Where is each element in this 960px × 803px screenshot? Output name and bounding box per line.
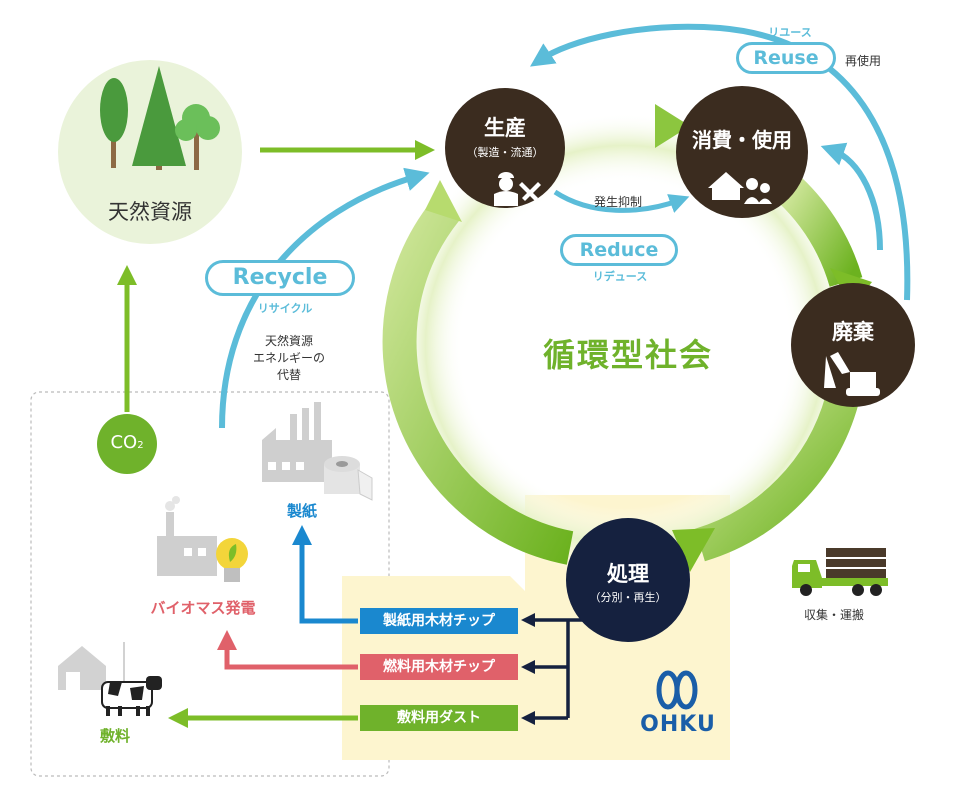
reuse-jp: 再使用 — [845, 54, 882, 68]
reuse-kana: リユース — [768, 26, 812, 39]
house-family-icon — [708, 172, 772, 204]
co2-text: CO — [110, 432, 138, 453]
co2-circle — [97, 414, 157, 474]
disposal-title: 廃棄 — [832, 320, 874, 344]
recycle-kana: リサイクル — [257, 302, 313, 315]
truck-icon — [792, 548, 888, 596]
biomass-plant-icon — [157, 496, 217, 576]
biomass-label: バイオマス発電 — [150, 599, 256, 617]
reuse-pill: Reuse — [736, 42, 836, 74]
chip-fuel: 燃料用木材チップ — [360, 654, 518, 680]
worker-tools-icon — [494, 172, 541, 206]
processing-title: 処理 — [607, 562, 649, 586]
transport-label: 収集・運搬 — [804, 608, 865, 622]
ohku-logo-text: OHKU — [640, 712, 716, 737]
recycle-note: 天然資源 エネルギーの 代替 — [234, 333, 344, 384]
chip-paper: 製紙用木材チップ — [360, 608, 518, 634]
production-node — [445, 88, 565, 208]
production-title: 生産 — [484, 116, 526, 140]
ohku-logo-mark — [656, 670, 698, 710]
paper-label: 製紙 — [286, 502, 317, 520]
consumption-node — [676, 86, 808, 218]
reduce-note: 発生抑制 — [594, 195, 643, 209]
trees-icon — [100, 66, 220, 170]
production-sub: （製造・流通） — [466, 146, 544, 159]
reduce-kana: リデュース — [592, 270, 648, 283]
recycle-pill: Recycle — [205, 260, 355, 296]
co2-subscript: 2 — [137, 440, 144, 451]
processing-sub: （分別・再生） — [589, 591, 667, 604]
recycle-note-line-3: 代替 — [276, 368, 301, 382]
secondary-use-region — [30, 391, 390, 777]
paper-factory-icon — [262, 402, 332, 482]
cycle-glow — [393, 113, 857, 577]
excavator-icon — [824, 352, 880, 396]
disposal-node — [791, 283, 915, 407]
bedding-label: 敷料 — [99, 727, 130, 745]
center-label: 循環型社会 — [542, 336, 713, 374]
processing-node — [566, 518, 690, 642]
cow-icon — [101, 676, 162, 716]
recycle-note-line-1: 天然資源 — [264, 334, 313, 348]
consumption-title: 消費・使用 — [692, 128, 792, 152]
reduce-pill: Reduce — [560, 234, 678, 266]
nature-label: 天然資源 — [108, 200, 192, 224]
toilet-paper-icon — [324, 456, 373, 501]
co2-label: CO2 — [97, 432, 157, 453]
recycle-note-line-2: エネルギーの — [252, 351, 325, 365]
cycle-ring — [382, 109, 863, 565]
light-bulb-icon — [216, 538, 248, 582]
chip-bedding: 敷料用ダスト — [360, 705, 518, 731]
